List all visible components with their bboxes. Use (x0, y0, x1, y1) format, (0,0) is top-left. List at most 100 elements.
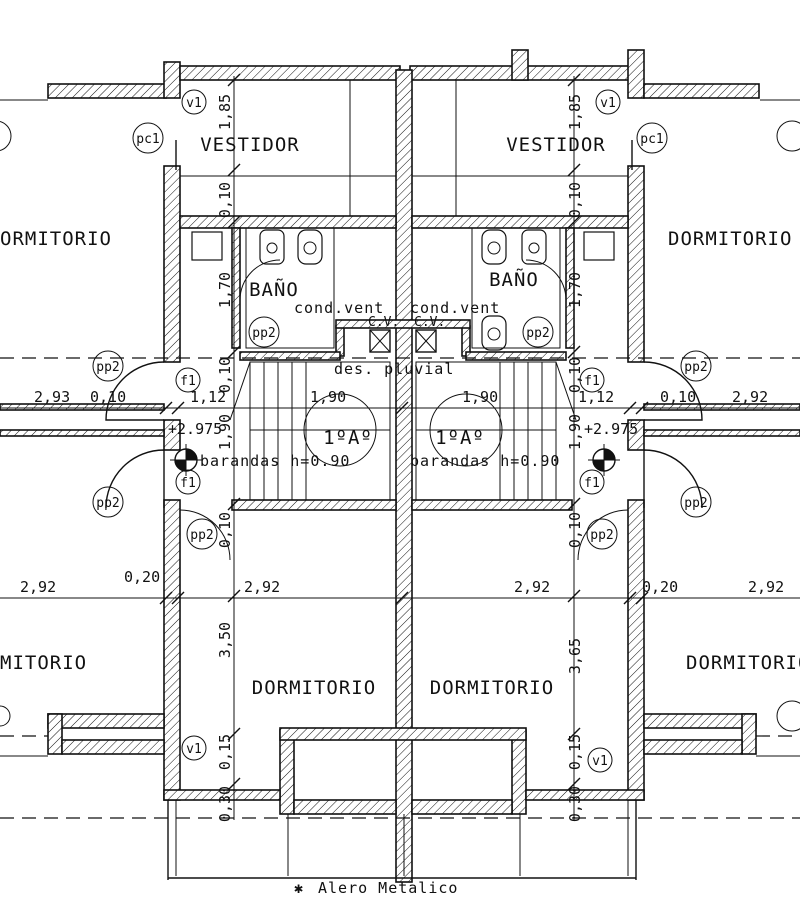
wall-balcony-right-side (741, 713, 757, 755)
vent-duct-right (415, 329, 437, 353)
wall-top-right-jog (511, 49, 529, 81)
dim-170-left: 1,70 (216, 272, 234, 308)
note-alero: Alero Metalico (318, 879, 458, 897)
notes: cond.vent cond.vent C.V. C.V. des. pluvi… (168, 299, 638, 897)
wall-top-right-outer (643, 83, 760, 99)
note-cond-vent-right: cond.vent (410, 299, 500, 317)
wall-central (395, 69, 413, 883)
room-dormitorio-right-bottom: DORMITORIO (686, 652, 800, 674)
dim-292-h-right-top: 2,92 (732, 388, 768, 406)
dim-030-left: 0,30 (216, 786, 234, 822)
wall-vestidor-bano-right (411, 215, 629, 229)
tag-pp2-hall-left-top: pp2 (96, 360, 119, 375)
wall-duct-top (335, 319, 471, 329)
dim-350: 3,50 (216, 622, 234, 658)
sink-right (481, 315, 507, 351)
wall-right-upper (627, 165, 645, 363)
tag-pp2-dorm-left: pp2 (190, 528, 213, 543)
wall-balcony-left-top (47, 713, 165, 729)
note-alero-mark: ✱ (294, 879, 304, 897)
tag-v1-top-left: v1 (186, 96, 202, 111)
dim-292-right-outer: 2,92 (748, 578, 784, 596)
tag-pp2-hall-right-bottom: pp2 (684, 496, 707, 511)
linework (0, 73, 800, 880)
wall-balcony-right-bottom (643, 739, 743, 755)
wall-stair-top-left (239, 351, 341, 361)
dim-112-right: 1,12 (578, 388, 614, 406)
wall-bay-bottom-right (411, 799, 513, 815)
dim-010-left-b: 0,10 (216, 357, 234, 393)
room-dormitorio-left-top: ORMITORIO (0, 228, 112, 250)
dim-010-h-left: 0,10 (90, 388, 126, 406)
wall-balcony-left-side (47, 713, 63, 755)
dim-020-left: 0,20 (124, 568, 160, 586)
wall-stair-bottom-right (411, 499, 573, 511)
wall-left-lower (163, 499, 181, 801)
tag-pp2-dorm-right: pp2 (590, 528, 613, 543)
shower-tray-right (583, 231, 615, 261)
note-cv-left: C.V. (368, 315, 399, 330)
dim-190-right: 1,90 (566, 414, 584, 450)
tag-v1-top-right: v1 (600, 96, 616, 111)
dim-293: 2,93 (34, 388, 70, 406)
wall-vestidor-bano-left (179, 215, 397, 229)
wall-side-left-b (0, 429, 165, 437)
tag-f1-right-top: f1 (584, 374, 600, 389)
note-level-right: 1ºAº (435, 427, 485, 449)
wall-top-left-jog (163, 61, 181, 99)
wall-right-lower (627, 499, 645, 801)
wall-side-left-a (0, 403, 165, 411)
dim-190-h-right: 1,90 (462, 388, 498, 406)
room-labels: VESTIDOR VESTIDOR ORMITORIO DORMITORIO B… (0, 134, 800, 699)
wall-stair-top-right (465, 351, 567, 361)
wall-top-left-outer (47, 83, 167, 99)
bidet-left (259, 229, 285, 265)
note-elevation-right: +2.975 (584, 420, 638, 438)
tag-f1-left-bottom: f1 (180, 476, 196, 491)
dim-292-left-outer: 2,92 (20, 578, 56, 596)
room-bano-right: BAÑO (489, 268, 539, 291)
tag-v1-bottom-right: v1 (592, 754, 608, 769)
tag-pp2-bano-left: pp2 (252, 326, 275, 341)
note-level-left: 1ºAº (323, 427, 373, 449)
wall-balcony-right-top (643, 713, 757, 729)
tag-pp2-hall-left-bottom: pp2 (96, 496, 119, 511)
wall-left-upper (163, 165, 181, 363)
stair-left (229, 361, 391, 501)
dim-170-right: 1,70 (566, 272, 584, 308)
dim-112-left: 1,12 (190, 388, 226, 406)
tag-pp2-bano-right: pp2 (526, 326, 549, 341)
dim-185-left: 1,85 (216, 94, 234, 130)
wall-bottom-right-base (525, 789, 645, 801)
wall-bay-bottom-left (293, 799, 397, 815)
toilet-right (481, 229, 507, 265)
dim-190-h-left: 1,90 (310, 388, 346, 406)
room-vestidor-left: VESTIDOR (200, 134, 300, 156)
note-barandas-left: barandas h=0.90 (200, 452, 350, 470)
wall-top-mid-left (179, 65, 401, 81)
room-dormitorio-center-right: DORMITORIO (430, 677, 554, 699)
dim-020-right: 0,20 (642, 578, 678, 596)
note-des-pluvial: des. pluvial (334, 360, 454, 378)
dim-185-right: 1,85 (566, 94, 584, 130)
wall-side-right-a (643, 403, 800, 411)
dim-010-left-c: 0,10 (216, 512, 234, 548)
room-dormitorio-right-top: DORMITORIO (668, 228, 792, 250)
wall-bay-right-side (511, 729, 527, 815)
dimensions: 1,85 0,10 1,70 0,10 1,90 0,10 3,50 0,15 … (20, 94, 784, 822)
walls (0, 49, 800, 883)
bidet-right (521, 229, 547, 265)
dim-190-left: 1,90 (216, 414, 234, 450)
level-marker-right (588, 444, 620, 476)
metal-eave (167, 800, 637, 880)
tag-f1-left-top: f1 (180, 374, 196, 389)
tag-f1-right-bottom: f1 (584, 476, 600, 491)
dim-292-center-left: 2,92 (244, 578, 280, 596)
dim-030-right: 0,30 (566, 786, 584, 822)
room-vestidor-right: VESTIDOR (506, 134, 606, 156)
dim-365: 3,65 (566, 638, 584, 674)
dim-010-right-c: 0,10 (566, 512, 584, 548)
room-dormitorio-center-left: DORMITORIO (252, 677, 376, 699)
dim-010-right-a: 0,10 (566, 182, 584, 218)
